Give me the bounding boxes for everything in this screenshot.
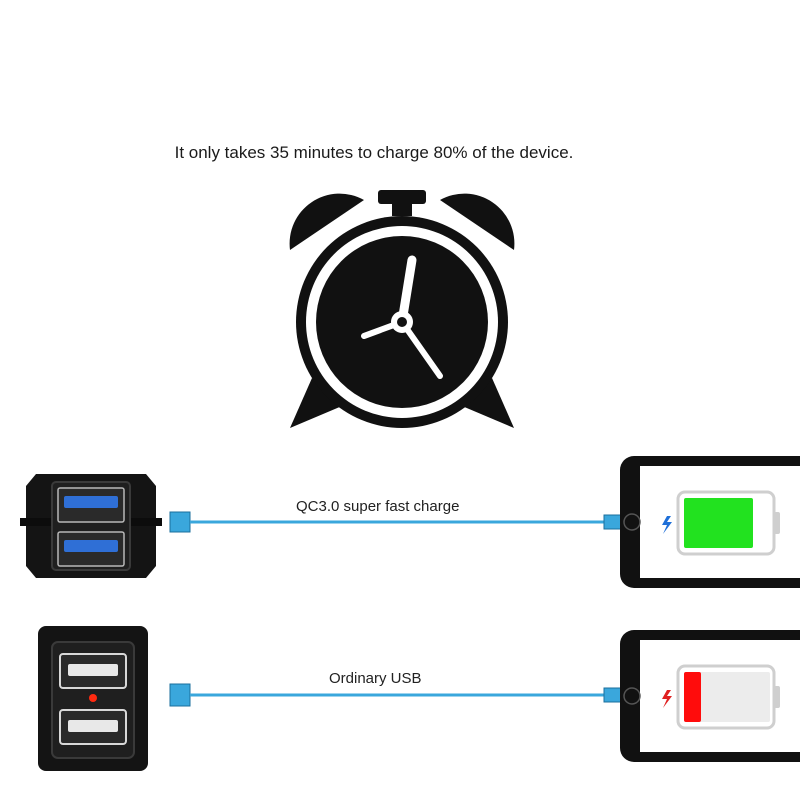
standard-usb-label: Ordinary USB: [329, 670, 422, 687]
lightning-bolt-icon: [662, 690, 672, 708]
phone-icon-standard: [620, 630, 800, 762]
headline-text: It only takes 35 minutes to charge 80% o…: [174, 143, 574, 162]
lightning-bolt-icon: [662, 516, 672, 534]
qc-label: QC3.0 super fast charge: [296, 498, 460, 515]
phone-icon-qc: [620, 456, 800, 588]
usb-standard-port-icon: [38, 626, 148, 771]
battery-fill-standard: [684, 672, 701, 722]
qc-cable-plug-left: [169, 511, 191, 533]
std-cable-plug-left: [169, 683, 191, 707]
alarm-clock-icon: [289, 190, 515, 428]
usb-qc-port-icon: [20, 474, 162, 578]
battery-fill-qc: [684, 498, 753, 548]
usb-led-indicator: [89, 694, 97, 702]
